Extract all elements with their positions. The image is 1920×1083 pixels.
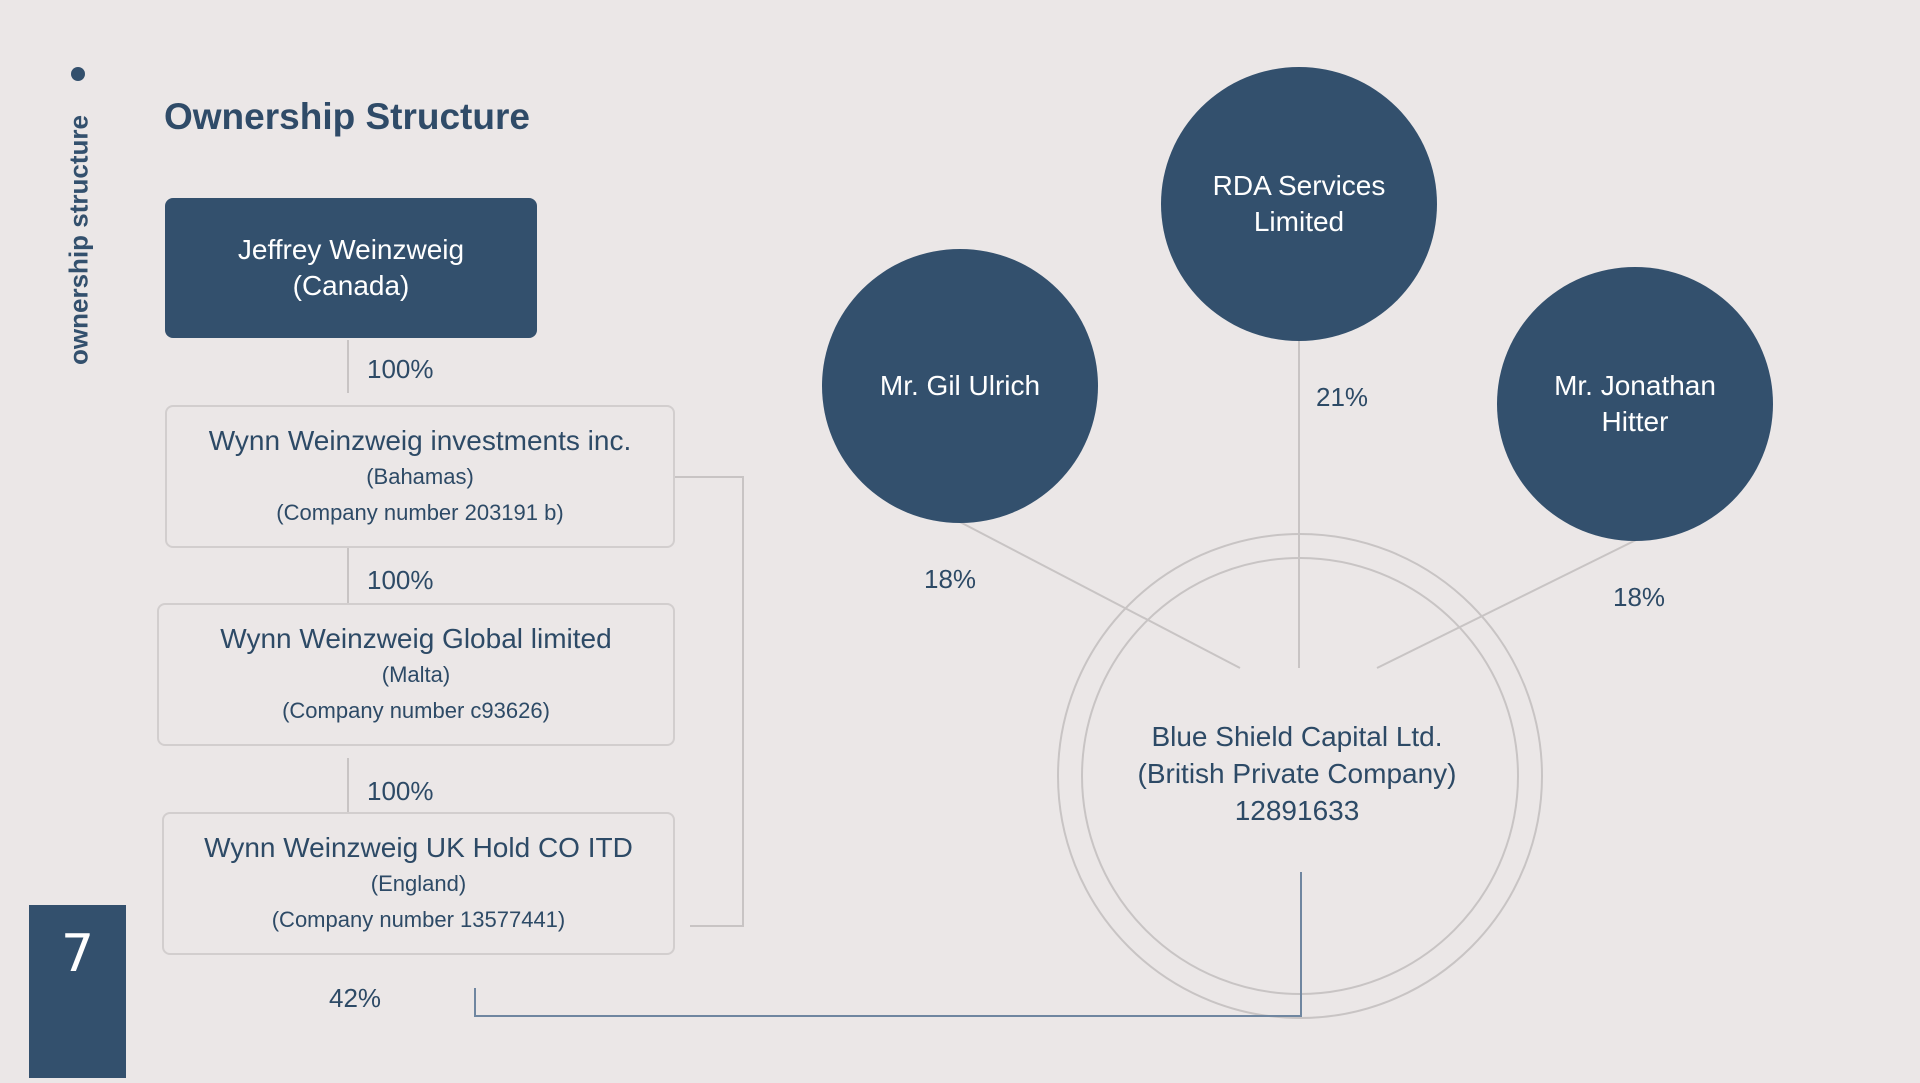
shareholder-circle-hitter: Mr. Jonathan Hitter <box>1497 267 1773 541</box>
entity-company-number: (Company number 13577441) <box>271 906 566 932</box>
stake-label: 100% <box>367 565 434 595</box>
stake-in-target-label: 42% <box>329 983 382 1013</box>
target-type: (British Private Company) <box>1137 758 1457 789</box>
entity-name: Wynn Weinzweig investments inc. <box>208 424 632 456</box>
target-name: Blue Shield Capital Ltd. <box>1151 721 1443 752</box>
entity-box-investments: Wynn Weinzweig investments inc. (Bahamas… <box>165 405 675 548</box>
connector-ulrich <box>959 521 1241 669</box>
page-title: Ownership Structure <box>164 96 530 137</box>
target-company: Blue Shield Capital Ltd. (British Privat… <box>1087 718 1507 829</box>
page-number: 7 <box>29 905 126 1078</box>
sidebar-dot <box>71 67 85 81</box>
connector-ukhold-to-target <box>474 872 1302 1017</box>
owner-name: Jeffrey Weinzweig <box>237 234 465 265</box>
entity-company-number: (Company number c93626) <box>282 697 550 723</box>
shareholder-name: Mr. Gil Ulrich <box>879 370 1041 401</box>
sidebar-section-label: ownership structure <box>63 115 94 365</box>
owner-box: Jeffrey Weinzweig (Canada) <box>165 198 537 338</box>
entity-company-number: (Company number 203191 b) <box>276 499 564 525</box>
shareholder-circle-ulrich: Mr. Gil Ulrich <box>822 249 1098 523</box>
shareholder-stake-rda: 21% <box>1316 382 1369 412</box>
shareholder-circle-rda: RDA Services Limited <box>1161 67 1437 341</box>
connector-hitter <box>1376 539 1637 669</box>
entity-jurisdiction: (Malta) <box>381 661 451 687</box>
stake-label: 100% <box>367 776 434 806</box>
entity-box-global: Wynn Weinzweig Global limited (Malta) (C… <box>157 603 675 746</box>
entity-jurisdiction: (England) <box>370 870 467 896</box>
shareholder-stake-ulrich: 18% <box>924 564 977 594</box>
shareholder-name: RDA Services Limited <box>1212 170 1386 237</box>
chain-bracket <box>675 476 744 927</box>
owner-country: (Canada) <box>292 270 410 301</box>
entity-name: Wynn Weinzweig UK Hold CO ITD <box>204 831 633 863</box>
entity-box-ukhold: Wynn Weinzweig UK Hold CO ITD (England) … <box>162 812 675 955</box>
entity-name: Wynn Weinzweig Global limited <box>220 622 612 654</box>
stake-label: 100% <box>367 354 434 384</box>
entity-jurisdiction: (Bahamas) <box>366 463 474 489</box>
shareholder-stake-hitter: 18% <box>1613 582 1666 612</box>
shareholder-name: Mr. Jonathan Hitter <box>1554 370 1716 437</box>
target-number: 12891633 <box>1234 795 1360 826</box>
